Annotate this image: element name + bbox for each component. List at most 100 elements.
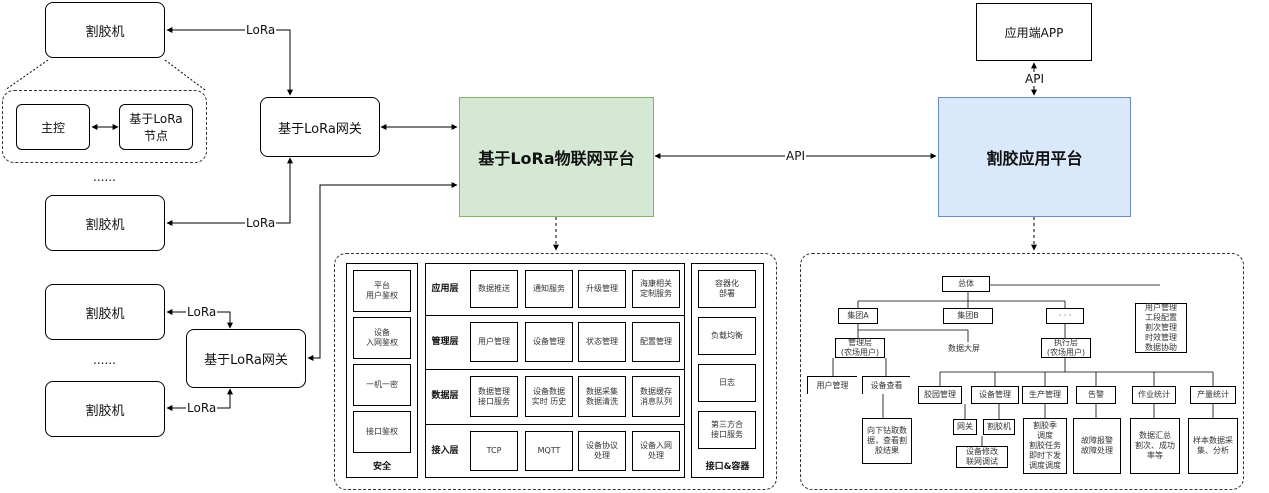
- group-a-label: 集团A: [847, 311, 869, 320]
- app-label: 应用端APP: [1004, 25, 1064, 40]
- layer-4-item-3-label: 设备协议 处理: [586, 441, 618, 460]
- layer-3-item-4-label: 数据缓存 消息队列: [640, 386, 672, 406]
- module-node-5: 作业统计: [1132, 386, 1176, 404]
- lora-link-label-1: LoRa: [245, 23, 277, 37]
- layer-4-item-2-label: MQTT: [537, 446, 561, 455]
- stat-note: 数据汇总 割次、成功 率等: [1130, 418, 1180, 474]
- stat-note-label: 数据汇总 割次、成功 率等: [1135, 431, 1175, 460]
- layer-1-item-2: 通知服务: [525, 270, 573, 308]
- layer-1-item-2-label: 通知服务: [533, 284, 565, 293]
- layer-4-item-3: 设备协议 处理: [578, 431, 626, 471]
- gateway-node-label: 网关: [957, 422, 973, 431]
- security-item-3: 一机一密: [353, 364, 411, 406]
- lora-gateway-2: 基于LoRa网关: [186, 329, 306, 388]
- layer-2-item-4-label: 配置管理: [640, 337, 672, 346]
- layer-1-item-1: 数据推送: [470, 270, 518, 308]
- app-box: 应用端APP: [976, 3, 1092, 61]
- layers-frame: [425, 263, 685, 478]
- layer-name-3: 数据层: [431, 391, 459, 401]
- layer-3-item-2-label: 设备数据 实时 历史: [531, 386, 567, 406]
- layer-2-item-1: 用户管理: [470, 322, 518, 362]
- drilldown-result-label: 向下钻取数 据，查看割 胶结果: [867, 426, 907, 455]
- layer-name-4: 接入层: [431, 445, 459, 456]
- security-item-4: 接口鉴权: [353, 411, 411, 453]
- tapper-node: 割胶机: [983, 419, 1015, 435]
- tapping-machine-2: 割胶机: [45, 195, 165, 251]
- production-note-label: 割胶季 调度 割胶任务 即时下发 调度调度: [1029, 421, 1061, 470]
- lora-gateway-2-label: 基于LoRa网关: [204, 353, 288, 368]
- admin-functions-box: 用户管理 工段配置 割次管理 时效管理 数据协助: [1135, 303, 1187, 353]
- module-node-4-label: 告警: [1088, 390, 1104, 399]
- layer-2-item-3: 状态管理: [578, 322, 626, 362]
- api-label-center: API: [785, 149, 806, 163]
- layer-4-item-1: TCP: [470, 431, 518, 471]
- layer-name-1: 应用层: [431, 283, 459, 294]
- gw-tapper-note: 设备修改 联网调试: [956, 446, 1008, 468]
- security-item-2-label: 设备 入网鉴权: [366, 328, 398, 347]
- interface-item-4: 第三方合 接口服务: [698, 411, 756, 449]
- group-more-label: · · ·: [1058, 311, 1072, 320]
- module-node-1: 胶园管理: [918, 386, 962, 404]
- ellipsis-2: ......: [93, 353, 116, 367]
- layer-4-item-4: 设备入网 处理: [632, 431, 680, 471]
- security-item-3-label: 一机一密: [366, 380, 398, 389]
- layer-4-item-2: MQTT: [525, 431, 573, 471]
- main-controller-box: 主控: [16, 104, 90, 150]
- security-item-4-label: 接口鉴权: [366, 427, 398, 436]
- interface-item-1-label: 容器化 部署: [715, 279, 739, 298]
- lora-node-box: 基于LoRa 节点: [119, 104, 193, 150]
- big-screen-label: 数据大屏: [948, 344, 980, 353]
- layer-2-item-4: 配置管理: [632, 322, 680, 362]
- layer-4-item-4-label: 设备入网 处理: [640, 441, 672, 460]
- security-item-1-label: 平台 用户鉴权: [366, 281, 398, 300]
- yield-note: 样本数据采 集、分析: [1188, 418, 1238, 474]
- group-b-node: 集团B: [943, 308, 993, 324]
- tapper-node-label: 割胶机: [987, 422, 1011, 431]
- layer-2-item-1-label: 用户管理: [478, 337, 510, 346]
- layer-1-item-3: 升级管理: [578, 270, 626, 308]
- module-node-6: 产量统计: [1190, 386, 1236, 404]
- module-node-6-label: 产量统计: [1197, 390, 1229, 399]
- interface-item-1: 容器化 部署: [698, 270, 756, 308]
- layer-3-item-3: 数据采集 数据清洗: [578, 376, 626, 417]
- drilldown-result-box: 向下钻取数 据，查看割 胶结果: [862, 418, 912, 464]
- api-label-app: API: [1024, 72, 1045, 86]
- lora-gateway-1: 基于LoRa网关: [260, 97, 380, 157]
- security-item-2: 设备 入网鉴权: [353, 317, 411, 359]
- interface-item-3-label: 日志: [719, 378, 735, 387]
- interface-item-2: 负载均衡: [698, 317, 756, 355]
- interface-column: [691, 263, 764, 478]
- layer-2-item-2-label: 设备管理: [533, 337, 565, 346]
- management-layer-label: 管理层 (农场用户): [840, 338, 880, 357]
- layer-1-item-3-label: 升级管理: [586, 284, 618, 293]
- device-view-label: 设备查看: [870, 380, 903, 390]
- production-note: 割胶季 调度 割胶任务 即时下发 调度调度: [1023, 418, 1067, 474]
- module-node-1-label: 胶园管理: [924, 390, 956, 399]
- module-node-2: 设备管理: [971, 386, 1019, 404]
- tapping-machine-1: 割胶机: [45, 2, 165, 58]
- lora-link-label-3: LoRa: [186, 305, 218, 319]
- management-layer-node: 管理层 (农场用户): [835, 338, 885, 358]
- security-column: [346, 263, 418, 478]
- layer-2-item-2: 设备管理: [525, 322, 573, 362]
- interface-item-3: 日志: [698, 364, 756, 402]
- layer-4-item-1-label: TCP: [486, 446, 502, 455]
- tapping-machine-4-label: 割胶机: [85, 403, 125, 419]
- interface-item-4-label: 第三方合 接口服务: [711, 420, 743, 439]
- tapping-detail-panel: [800, 253, 1244, 490]
- layer-3-item-3-label: 数据采集 数据清洗: [586, 386, 618, 406]
- root-node-label: 总体: [958, 279, 974, 288]
- device-view-node: 设备查看: [862, 376, 910, 394]
- layer-1-item-4-label: 海康相关 定制服务: [640, 279, 672, 298]
- lora-gateway-1-label: 基于LoRa网关: [278, 121, 362, 137]
- security-item-1: 平台 用户鉴权: [353, 270, 411, 312]
- root-node: 总体: [942, 276, 990, 292]
- big-screen-node: 数据大屏: [939, 342, 989, 356]
- admin-functions-label: 用户管理 工段配置 割次管理 时效管理 数据协助: [1145, 303, 1177, 352]
- gateway-node: 网关: [953, 419, 977, 435]
- group-b-label: 集团B: [957, 311, 979, 320]
- lora-link-label-2: LoRa: [245, 216, 277, 230]
- group-a-node: 集团A: [838, 308, 878, 324]
- alarm-note: 故障报警 故障处理: [1073, 418, 1121, 474]
